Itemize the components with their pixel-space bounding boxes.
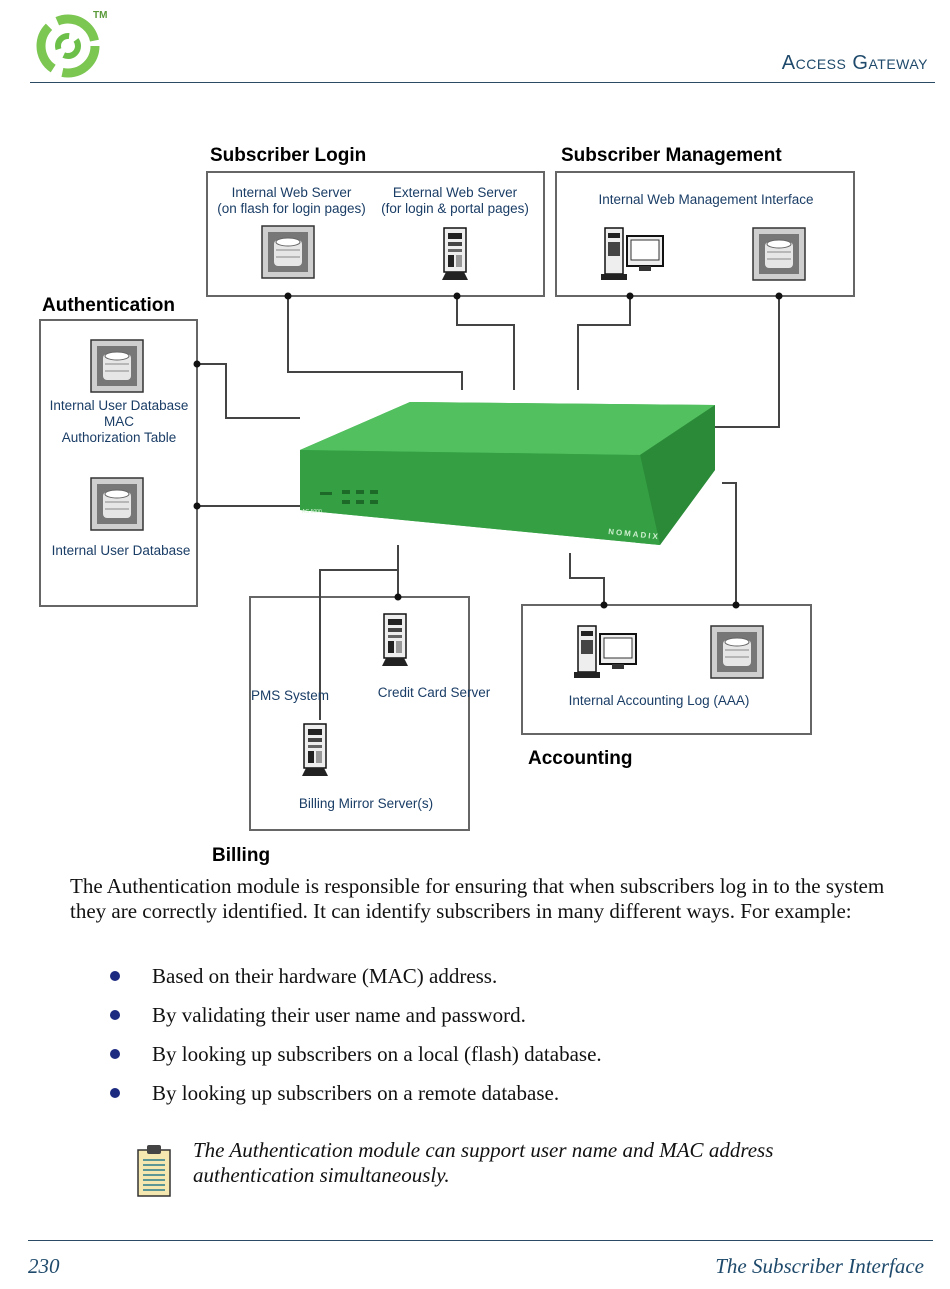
subscriber-management-box bbox=[555, 171, 855, 297]
subscriber-interface-diagram: AG 5000 NOMADIX bbox=[39, 171, 855, 831]
management-server-icon bbox=[752, 227, 806, 281]
internal-web-server-icon bbox=[261, 225, 315, 279]
label-internal-user-db: Internal User Database bbox=[51, 543, 191, 558]
bullet-icon bbox=[110, 1049, 120, 1059]
footer-rule bbox=[28, 1240, 933, 1241]
running-footer: The Subscriber Interface bbox=[715, 1254, 924, 1278]
access-gateway-device: AG 5000 NOMADIX bbox=[300, 402, 715, 545]
device-model-label: AG 5000 bbox=[302, 509, 322, 515]
label-billing-mirror: Billing Mirror Server(s) bbox=[298, 796, 434, 811]
management-workstation-icon bbox=[600, 227, 664, 281]
list-item: Based on their hardware (MAC) address. bbox=[110, 962, 602, 1001]
accounting-log-icon bbox=[710, 625, 764, 679]
group-title-subscriber-management: Subscriber Management bbox=[561, 145, 782, 166]
accounting-box bbox=[521, 604, 812, 735]
accounting-workstation-icon bbox=[573, 625, 637, 679]
header-rule bbox=[30, 82, 935, 83]
running-header: Access Gateway bbox=[781, 52, 928, 74]
bullet-list: Based on their hardware (MAC) address. B… bbox=[110, 962, 602, 1118]
label-internal-user-db-mac: Internal User Database MAC Authorization… bbox=[49, 398, 189, 445]
label-internal-web-server: Internal Web Server (on flash for login … bbox=[217, 185, 366, 216]
billing-box bbox=[249, 596, 470, 831]
company-logo: TM bbox=[36, 10, 107, 78]
trademark-mark: TM bbox=[93, 10, 107, 21]
bullet-icon bbox=[110, 1088, 120, 1098]
page-number: 230 bbox=[28, 1254, 60, 1278]
group-title-subscriber-login: Subscriber Login bbox=[210, 145, 367, 166]
label-internal-web-management: Internal Web Management Interface bbox=[598, 192, 814, 207]
billing-mirror-server-icon bbox=[301, 723, 329, 777]
list-item: By validating their user name and passwo… bbox=[110, 1001, 602, 1040]
group-title-accounting: Accounting bbox=[528, 748, 633, 769]
bullet-icon bbox=[110, 971, 120, 981]
group-title-authentication: Authentication bbox=[42, 295, 175, 316]
label-external-web-server: External Web Server (for login & portal … bbox=[381, 185, 529, 216]
note-text: The Authentication module can support us… bbox=[193, 1138, 774, 1187]
list-item: By looking up subscribers on a remote da… bbox=[110, 1079, 602, 1118]
external-web-server-icon bbox=[441, 227, 469, 281]
subscriber-login-box bbox=[206, 171, 545, 297]
user-db-icon bbox=[90, 477, 144, 531]
list-item: By looking up subscribers on a local (fl… bbox=[110, 1040, 602, 1079]
bullet-icon bbox=[110, 1010, 120, 1020]
user-db-mac-icon bbox=[90, 339, 144, 393]
label-accounting-log: Internal Accounting Log (AAA) bbox=[568, 693, 750, 708]
label-credit-card-server: Credit Card Server bbox=[377, 685, 491, 700]
group-title-billing: Billing bbox=[212, 845, 271, 866]
body-paragraph: The Authentication module is responsible… bbox=[70, 874, 885, 923]
clipboard-note-icon bbox=[137, 1145, 171, 1197]
authentication-box bbox=[39, 319, 198, 607]
label-pms-system: PMS System bbox=[250, 688, 329, 703]
credit-card-server-icon bbox=[381, 613, 409, 667]
